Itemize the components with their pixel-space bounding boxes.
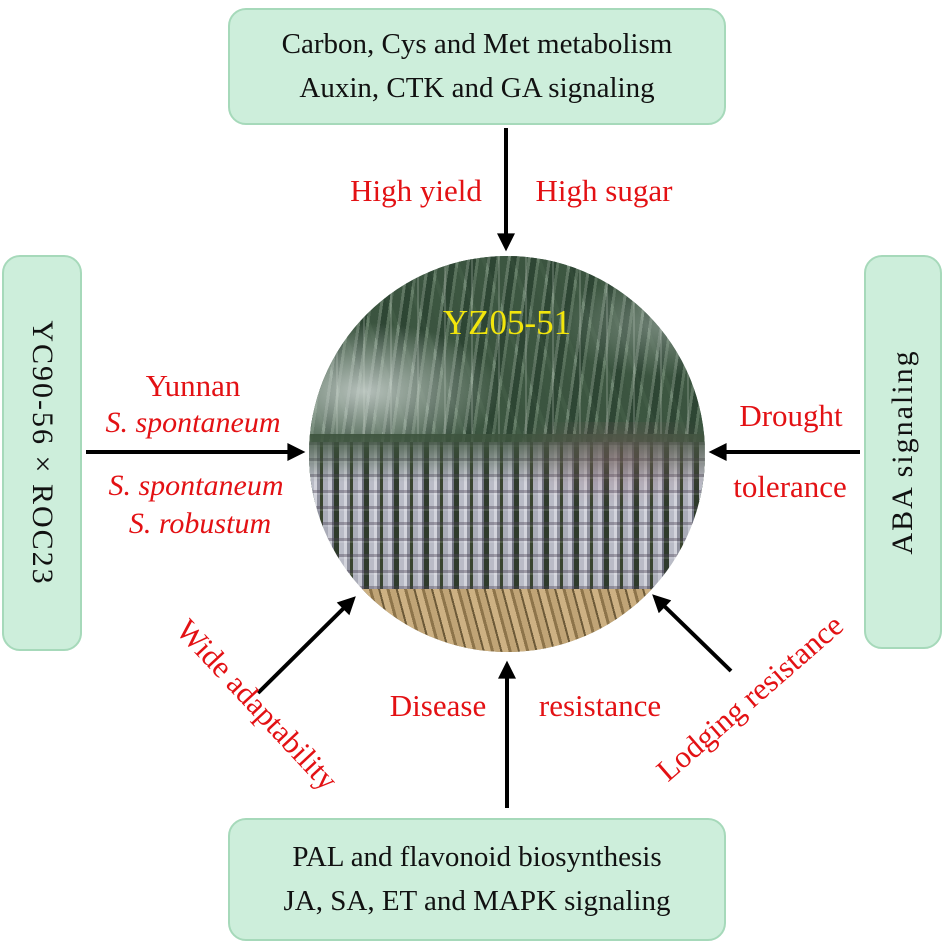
trait-s-spontaneum-lower: S. spontaneum bbox=[108, 469, 284, 502]
left-box-label: YC90-56 × ROC23 bbox=[26, 320, 59, 586]
photo-tint-layer bbox=[309, 422, 705, 542]
arrow-diagonal-left bbox=[256, 596, 356, 695]
sugarcane-photo: YZ05-51 bbox=[309, 256, 705, 652]
bottom-box: PAL and flavonoid biosynthesis JA, SA, E… bbox=[228, 818, 726, 941]
trait-tolerance: tolerance bbox=[733, 469, 847, 504]
trait-drought: Drought bbox=[739, 398, 843, 433]
trait-resistance: resistance bbox=[538, 688, 662, 723]
top-box-line2: Auxin, CTK and GA signaling bbox=[299, 71, 655, 104]
right-box: ABA signaling bbox=[864, 255, 942, 649]
trait-yunnan: Yunnan bbox=[145, 368, 241, 403]
photo-stalk-fade-layer bbox=[309, 434, 705, 482]
top-box: Carbon, Cys and Met metabolism Auxin, CT… bbox=[228, 8, 726, 125]
top-box-line1: Carbon, Cys and Met metabolism bbox=[281, 28, 673, 60]
trait-s-robustum: S. robustum bbox=[128, 507, 272, 540]
trait-high-yield: High yield bbox=[350, 173, 482, 208]
arrow-diagonal-right bbox=[652, 594, 733, 673]
right-box-label: ABA signaling bbox=[886, 349, 919, 555]
left-box: YC90-56 × ROC23 bbox=[2, 255, 82, 651]
trait-s-spontaneum-upper: S. spontaneum bbox=[105, 406, 281, 439]
trait-disease: Disease bbox=[389, 688, 487, 723]
bottom-box-line1: PAL and flavonoid biosynthesis bbox=[292, 841, 662, 873]
trait-high-sugar: High sugar bbox=[535, 173, 673, 208]
bottom-box-line2: JA, SA, ET and MAPK signaling bbox=[283, 884, 671, 917]
variety-label: YZ05-51 bbox=[442, 303, 572, 343]
photo-ground-layer bbox=[309, 588, 705, 652]
